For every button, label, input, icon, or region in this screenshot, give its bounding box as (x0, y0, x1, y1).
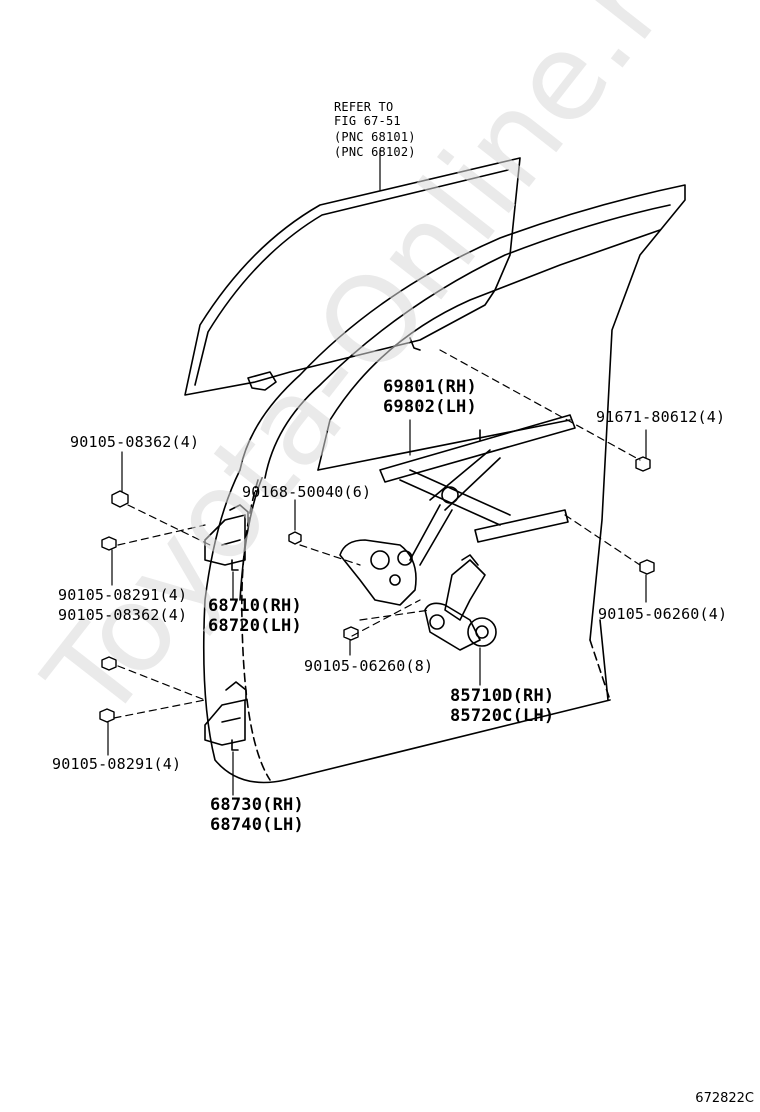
part-label-68730[interactable]: 68730(RH) (210, 795, 304, 815)
part-label-85710D[interactable]: 85710D(RH) (450, 686, 555, 706)
part-label-90105-08291-top[interactable]: 90105-08291(4) (58, 586, 188, 604)
door-frame (202, 184, 686, 784)
part-label-90105-06260-4[interactable]: 90105-06260(4) (598, 605, 728, 623)
part-label-90105-08362-mid[interactable]: 90105-08362(4) (58, 606, 188, 624)
refer-note-line2: FIG 67-51 (334, 114, 401, 128)
window-motor[interactable] (424, 554, 497, 651)
part-label-85720C[interactable]: 85720C(LH) (450, 706, 555, 726)
part-label-90105-08362-top[interactable]: 90105-08362(4) (70, 433, 200, 451)
figure-number: 672822C (695, 1091, 754, 1106)
refer-note-line1: REFER TO (334, 100, 394, 114)
part-label-69802[interactable]: 69802(LH) (383, 397, 477, 417)
window-regulator[interactable] (339, 414, 576, 606)
part-label-69801[interactable]: 69801(RH) (383, 377, 477, 397)
part-label-91671-80612[interactable]: 91671-80612(4) (596, 408, 726, 426)
part-label-68710[interactable]: 68710(RH) (208, 596, 302, 616)
upper-hinge[interactable] (204, 504, 249, 571)
lower-hinge[interactable] (204, 681, 247, 751)
part-label-90105-08291-bottom[interactable]: 90105-08291(4) (52, 755, 182, 773)
refer-note-line4: (PNC 68102) (334, 145, 416, 159)
solid-leaders (107, 149, 647, 796)
refer-note-line3: (PNC 68101) (334, 130, 416, 144)
door-glass[interactable] (184, 157, 521, 396)
dashed-leaders (113, 349, 641, 719)
part-label-68740[interactable]: 68740(LH) (210, 815, 304, 835)
part-label-68720[interactable]: 68720(LH) (208, 616, 302, 636)
part-label-90168-50040[interactable]: 90168-50040(6) (242, 483, 372, 501)
part-label-90105-06260-8[interactable]: 90105-06260(8) (304, 657, 434, 675)
bolt-icons (99, 456, 655, 723)
